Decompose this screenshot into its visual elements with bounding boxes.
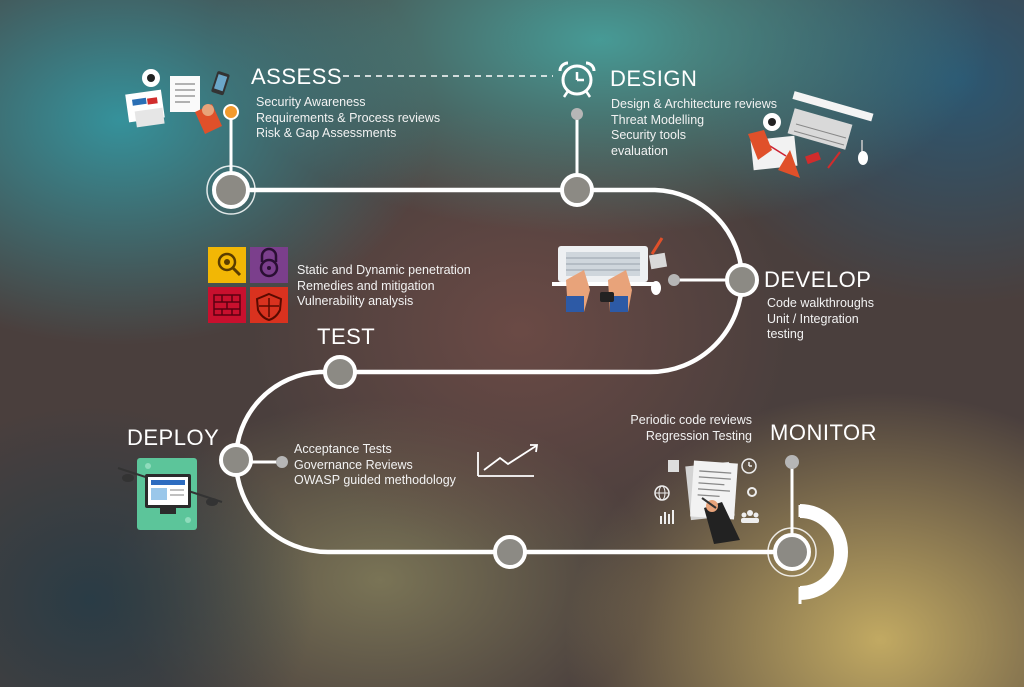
- keyboard-and-drawing-icon: [748, 91, 874, 178]
- deploy-item: Acceptance Tests: [294, 442, 392, 456]
- design-item: evaluation: [611, 143, 668, 158]
- assess-node: [206, 165, 256, 215]
- shield-tile-icon: [250, 287, 288, 323]
- assess-item: Requirements & Process reviews: [256, 110, 441, 125]
- deploy-title: DEPLOY: [127, 425, 220, 450]
- monitor-items: Periodic code reviews Regression Testing: [600, 413, 752, 444]
- lock-tile-icon: [250, 247, 288, 283]
- test-item: Vulnerability analysis: [297, 294, 414, 308]
- design-item: Design & Architecture reviews: [611, 97, 778, 111]
- documents-and-clock-icon: [125, 69, 239, 134]
- design-title: DESIGN: [610, 66, 698, 91]
- deploy-node: [219, 443, 253, 477]
- design-items: Design & Architecture reviews Threat Mod…: [611, 97, 777, 159]
- develop-item: Code walkthroughs: [767, 296, 875, 310]
- brick-wall-tile-icon: [208, 287, 246, 323]
- monitor-item: Periodic code reviews: [630, 413, 752, 427]
- drone-screen-icon: [117, 458, 223, 530]
- assess-item: Risk & Gap Assessments: [256, 126, 397, 140]
- develop-items: Code walkthroughs Unit / Integration tes…: [767, 296, 874, 343]
- monitor-title: MONITOR: [770, 420, 877, 445]
- assess-title: ASSESS: [251, 64, 343, 89]
- design-node: [560, 173, 594, 207]
- magnifier-tile-icon: [208, 247, 246, 283]
- test-title: TEST: [317, 324, 376, 349]
- laptop-typing-icon: [552, 237, 668, 312]
- monitor-node: [767, 527, 817, 577]
- develop-title: DEVELOP: [764, 267, 872, 292]
- develop-item: testing: [767, 327, 804, 341]
- trend-up-chart-icon: [477, 444, 539, 477]
- report-review-icon: [654, 458, 759, 544]
- deploy-item: Governance Reviews: [294, 457, 413, 472]
- deploy-stem-dot: [276, 456, 288, 468]
- roadmap-path: [231, 187, 792, 555]
- assess-item: Security Awareness: [256, 95, 366, 109]
- monitor-item: Regression Testing: [645, 428, 752, 443]
- develop-item: Unit / Integration: [767, 311, 859, 326]
- path-node: [493, 535, 527, 569]
- design-item: Threat Modelling: [611, 112, 705, 127]
- test-items: Static and Dynamic penetration Remedies …: [297, 263, 471, 310]
- develop-stem-dot: [668, 274, 680, 286]
- test-item: Static and Dynamic penetration: [297, 263, 471, 277]
- test-tiles: [208, 247, 288, 323]
- deploy-items: Acceptance Tests Governance Reviews OWAS…: [294, 442, 456, 489]
- test-item: Remedies and mitigation: [297, 278, 435, 293]
- test-node: [323, 355, 357, 389]
- monitor-gauge-arc: [799, 504, 848, 600]
- alarm-clock-icon: [558, 61, 596, 98]
- design-item: Security tools: [611, 128, 687, 142]
- design-stem-dot: [571, 108, 583, 120]
- monitor-stem-dot: [785, 455, 799, 469]
- assess-items: Security Awareness Requirements & Proces…: [256, 95, 440, 142]
- deploy-item: OWASP guided methodology: [294, 473, 456, 487]
- develop-node: [725, 263, 759, 297]
